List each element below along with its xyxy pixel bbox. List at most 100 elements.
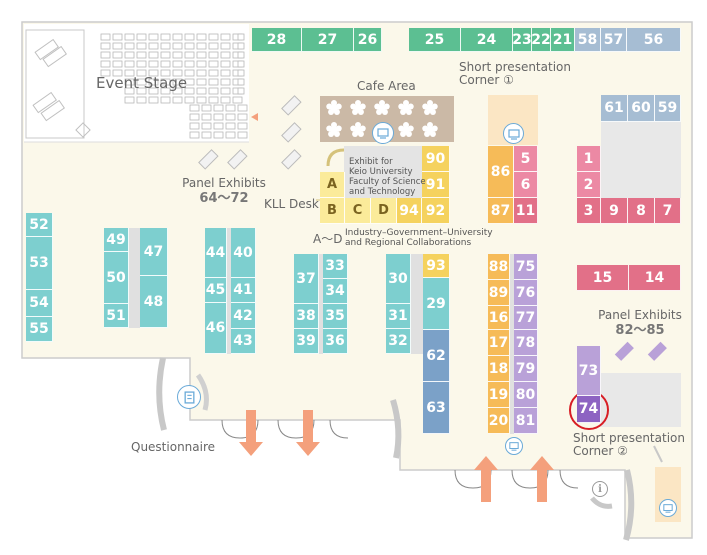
booth-15[interactable]: 15 [577,265,629,291]
booth-49[interactable]: 49 [104,228,129,252]
booth-c[interactable]: C [345,198,371,224]
booth-47[interactable]: 47 [140,228,168,276]
booth-20[interactable]: 20 [488,408,510,434]
presentation-1-icon [503,123,524,144]
booth-56[interactable]: 56 [627,28,681,52]
booth-43[interactable]: 43 [231,329,256,354]
booth-79[interactable]: 79 [514,356,538,382]
booth-26[interactable]: 26 [354,28,382,52]
booth-2[interactable]: 2 [577,172,601,198]
booth-80[interactable]: 80 [514,382,538,408]
booth-81[interactable]: 81 [514,408,538,434]
booth-75[interactable]: 75 [514,254,538,280]
booth-23[interactable]: 23 [512,28,532,52]
booth-41[interactable]: 41 [231,278,256,303]
booth-25[interactable]: 25 [409,28,461,52]
booth-3[interactable]: 3 [577,198,601,224]
booth-90[interactable]: 90 [422,146,450,172]
right-room-top [601,122,681,199]
questionnaire-label: Questionnaire [131,440,216,454]
booth-37[interactable]: 37 [294,254,319,304]
booth-89[interactable]: 89 [488,280,510,306]
booth-76[interactable]: 76 [514,280,538,306]
booth-d[interactable]: D [371,198,397,224]
partition-30 [411,254,423,354]
booth-88[interactable]: 88 [488,254,510,280]
booth-28[interactable]: 28 [252,28,302,52]
left-curved-wall [156,357,167,431]
booth-50[interactable]: 50 [104,252,129,304]
pointer-triangle [251,113,258,121]
partition-37 [319,254,323,354]
booth-33[interactable]: 33 [323,254,348,279]
booth-21[interactable]: 21 [551,28,575,52]
booth-5[interactable]: 5 [514,146,538,172]
cafe-tables [326,100,438,138]
booth-44[interactable]: 44 [205,228,227,278]
booth-7[interactable]: 7 [655,198,681,224]
booth-87[interactable]: 87 [488,198,514,224]
questionnaire-icon [177,385,201,409]
booth-48[interactable]: 48 [140,276,168,328]
booth-a[interactable]: A [320,172,345,198]
cafe-table [398,100,414,116]
booth-94[interactable]: 94 [397,198,422,224]
wall-near-panels [653,445,663,463]
booth-6[interactable]: 6 [514,172,538,198]
booth-59[interactable]: 59 [655,95,681,122]
booth-62[interactable]: 62 [423,330,450,382]
booth-11[interactable]: 11 [514,198,538,224]
booth-31[interactable]: 31 [386,304,411,329]
booth-77[interactable]: 77 [514,306,538,330]
booth-8[interactable]: 8 [628,198,655,224]
booth-40[interactable]: 40 [231,228,256,278]
booth-53[interactable]: 53 [26,237,53,290]
booth-39[interactable]: 39 [294,329,319,354]
booth-60[interactable]: 60 [628,95,655,122]
booth-24[interactable]: 24 [461,28,513,52]
booth-1[interactable]: 1 [577,146,601,172]
booth-51[interactable]: 51 [104,304,129,328]
booth-18[interactable]: 18 [488,356,510,382]
info-wall [590,496,613,509]
booth-17[interactable]: 17 [488,330,510,356]
booth-63[interactable]: 63 [423,382,450,434]
booth-61[interactable]: 61 [601,95,628,122]
booth-91[interactable]: 91 [422,172,450,198]
stage-platform [25,29,85,139]
cafe-table [422,122,438,138]
booth-29[interactable]: 29 [423,278,450,330]
booth-86[interactable]: 86 [488,146,514,198]
booth-73[interactable]: 73 [577,346,601,396]
booth-27[interactable]: 27 [302,28,354,52]
booth-9[interactable]: 9 [601,198,628,224]
booth-78[interactable]: 78 [514,330,538,356]
booth-16[interactable]: 16 [488,306,510,330]
booth-46[interactable]: 46 [205,303,227,354]
booth-52[interactable]: 52 [26,213,53,237]
booth-45[interactable]: 45 [205,278,227,303]
booth-b[interactable]: B [320,198,345,224]
booth-38[interactable]: 38 [294,304,319,329]
questionnaire-wall [195,373,209,411]
booth-42[interactable]: 42 [231,303,256,329]
partition-49 [129,228,140,328]
booth-92[interactable]: 92 [422,198,450,224]
panel-exhibits-left-label: Panel Exhibits 64～72 [182,176,266,206]
booth-35[interactable]: 35 [323,304,348,329]
booth-58[interactable]: 58 [575,28,601,52]
panel-exhibit-boards-left [198,95,302,170]
booth-74[interactable]: 74 [577,396,601,423]
booth-93[interactable]: 93 [423,254,450,278]
booth-19[interactable]: 19 [488,382,510,408]
booth-36[interactable]: 36 [323,329,348,354]
booth-30[interactable]: 30 [386,254,411,304]
booth-54[interactable]: 54 [26,290,53,317]
booth-55[interactable]: 55 [26,317,53,342]
booth-32[interactable]: 32 [386,329,411,354]
booth-14[interactable]: 14 [629,265,681,291]
presentation-2-icon [659,499,677,517]
booth-22[interactable]: 22 [531,28,551,52]
booth-34[interactable]: 34 [323,279,348,304]
booth-57[interactable]: 57 [601,28,627,52]
